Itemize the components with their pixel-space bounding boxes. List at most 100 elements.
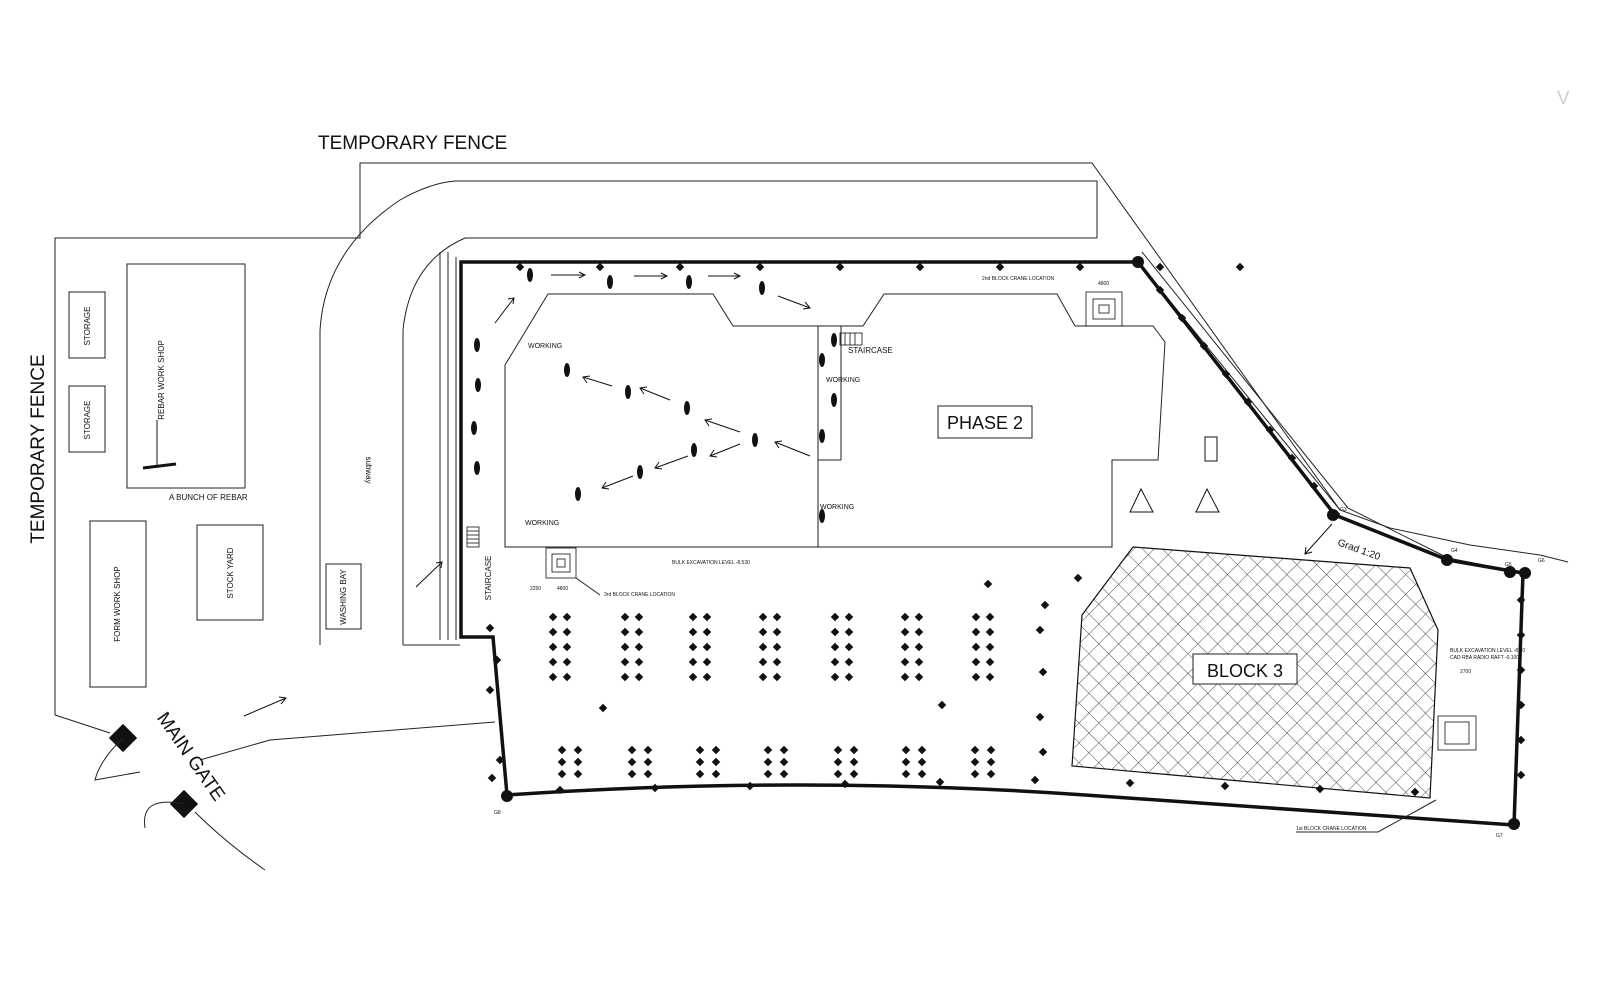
pile-marker: [830, 627, 840, 637]
staircase-right-label: STAIRCASE: [848, 346, 893, 355]
pile-marker: [900, 672, 910, 682]
pile-marker: [833, 757, 843, 767]
pile-marker: [971, 627, 981, 637]
pile-marker: [702, 642, 712, 652]
pile-marker: [1199, 341, 1209, 351]
pile-marker: [1309, 481, 1319, 491]
pile-marker: [695, 745, 705, 755]
temporary-fence-top-label: TEMPORARY FENCE: [318, 133, 507, 154]
pile-marker: [688, 642, 698, 652]
pile-marker: [1516, 735, 1526, 745]
point-g5: G5: [1505, 562, 1512, 568]
pile-marker: [573, 757, 583, 767]
pile-marker: [634, 642, 644, 652]
dim-4800-b: 4800: [1098, 281, 1109, 287]
pile-marker: [772, 642, 782, 652]
pile-marker: [1035, 712, 1045, 722]
crane-2nd-label: 2nd BLOCK CRANE LOCATION: [982, 276, 1055, 282]
pile-marker: [901, 757, 911, 767]
rebar-work-shop-label: REBAR WORK SHOP: [157, 340, 166, 420]
pile-cap-triangles: [1129, 436, 1220, 513]
form-work-shop-label: FORM WORK SHOP: [113, 566, 122, 642]
pile-marker: [634, 657, 644, 667]
pile-marker: [970, 769, 980, 779]
rebar-bundle-icon: [142, 462, 177, 470]
washing-bay-label: WASHING BAY: [339, 569, 348, 625]
stock-yard-label: STOCK YARD: [226, 547, 235, 598]
traffic-arrows: [243, 271, 1333, 717]
pile-marker: [688, 612, 698, 622]
pile-marker: [627, 769, 637, 779]
pile-marker: [688, 657, 698, 667]
pile-marker: [986, 769, 996, 779]
pile-marker: [779, 757, 789, 767]
fence-lower-edge: [54, 714, 111, 734]
pile-marker: [548, 627, 558, 637]
temporary-fence-left-label: TEMPORARY FENCE: [28, 354, 49, 543]
stock-yard-box: [196, 524, 264, 621]
storage-1-label: STORAGE: [83, 307, 92, 346]
staircase-left-label: STAIRCASE: [484, 556, 493, 601]
pile-marker: [1287, 453, 1297, 463]
pile-marker: [844, 627, 854, 637]
pile-marker: [548, 612, 558, 622]
pile-marker: [1331, 509, 1341, 519]
pile-marker: [763, 745, 773, 755]
pile-marker: [492, 655, 502, 665]
pile-marker: [1315, 784, 1325, 794]
pile-marker: [643, 757, 653, 767]
pile-marker: [985, 612, 995, 622]
pile-marker: [830, 642, 840, 652]
pile-marker: [620, 612, 630, 622]
pile-marker: [835, 262, 845, 272]
pile-marker: [702, 612, 712, 622]
rebar-work-shop-box: [126, 263, 246, 489]
point-g4: G4: [1451, 548, 1458, 554]
pile-marker: [675, 262, 685, 272]
main-gate-road-edge: [194, 811, 266, 871]
pile-marker: [914, 672, 924, 682]
pile-marker: [900, 612, 910, 622]
pile-marker: [515, 262, 525, 272]
pile-marker: [1235, 262, 1245, 272]
pile-marker: [830, 657, 840, 667]
pile-marker: [555, 785, 565, 795]
pile-marker: [643, 745, 653, 755]
pile-marker: [971, 657, 981, 667]
pile-marker: [914, 627, 924, 637]
pile-marker: [548, 642, 558, 652]
pile-marker: [1410, 787, 1420, 797]
pile-marker: [914, 642, 924, 652]
pile-marker: [985, 672, 995, 682]
pile-marker: [688, 672, 698, 682]
pile-marker: [995, 262, 1005, 272]
storage-1-box: [68, 291, 106, 359]
dim-4800-a: 4800: [557, 586, 568, 592]
cad-raft-label: CAD RBA RADIO RAFT -0.100: [1450, 655, 1519, 661]
pile-marker: [830, 672, 840, 682]
pile-marker: [627, 745, 637, 755]
pile-marker: [833, 745, 843, 755]
pile-marker: [970, 757, 980, 767]
pile-marker: [702, 657, 712, 667]
dim-2700: 2700: [1460, 669, 1471, 675]
point-g6: G6: [1538, 558, 1545, 564]
bulk-excavation-label: BULK EXCAVATION LEVEL -8.530: [672, 560, 750, 566]
pile-marker: [573, 745, 583, 755]
watermark: V: [1557, 88, 1570, 109]
pile-marker: [755, 262, 765, 272]
pile-marker: [1516, 770, 1526, 780]
pile-marker: [917, 757, 927, 767]
pile-marker: [840, 779, 850, 789]
pile-marker: [900, 642, 910, 652]
pile-marker: [844, 672, 854, 682]
storage-2-box: [68, 385, 106, 453]
pile-markers: [485, 262, 1526, 797]
pile-marker: [985, 657, 995, 667]
pile-marker: [634, 627, 644, 637]
pile-marker: [772, 672, 782, 682]
pile-marker: [643, 769, 653, 779]
bulk-excavation-block3: BULK EXCAVATION LEVEL -8.50: [1450, 648, 1525, 654]
pile-marker: [758, 642, 768, 652]
